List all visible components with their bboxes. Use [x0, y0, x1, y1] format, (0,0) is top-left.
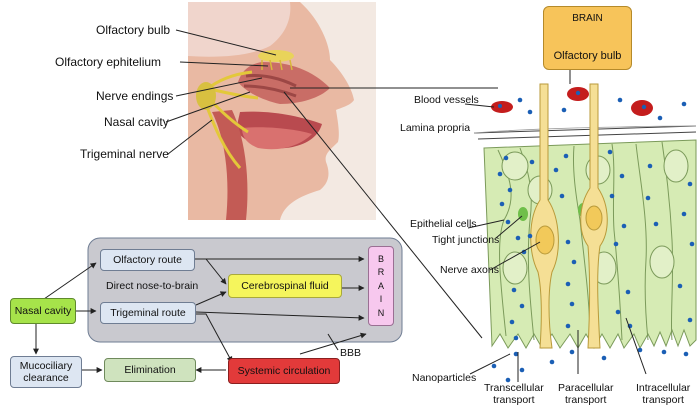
blood-vessel	[631, 100, 653, 116]
brain-top-title: BRAIN	[572, 13, 603, 25]
brain-top-subtitle: Olfactory bulb	[554, 50, 622, 63]
head-anatomy-illustration	[188, 2, 376, 220]
trigeminal-route-box: Trigeminal route	[100, 302, 196, 324]
systemic-circulation-text: Systemic circulation	[238, 365, 331, 377]
label-olfactory-epithelium: Olfactory ephitelium	[55, 55, 161, 69]
label-nanoparticles: Nanoparticles	[412, 372, 476, 384]
label-tight-junctions: Tight junctions	[432, 234, 499, 246]
transcellular-line2: transport	[484, 394, 544, 406]
elimination-text: Elimination	[124, 364, 175, 376]
olfactory-route-box: Olfactory route	[100, 249, 195, 271]
label-lamina-propria: Lamina propria	[400, 122, 470, 134]
brain-letter: B	[378, 254, 384, 264]
trigeminal-ganglion	[196, 82, 216, 110]
nasal-cavity-box: Nasal cavity	[10, 298, 76, 324]
transcellular-line1: Transcellular	[484, 382, 544, 394]
label-olfactory-bulb: Olfactory bulb	[96, 23, 170, 37]
label-nerve-axons: Nerve axons	[440, 264, 499, 276]
brain-letter: N	[378, 308, 385, 318]
mucociliary-line1: Mucociliary	[20, 360, 73, 372]
bbb-label: BBB	[340, 347, 361, 359]
systemic-circulation-box: Systemic circulation	[228, 358, 340, 384]
intracellular-line2: transport	[636, 394, 690, 406]
mucociliary-clearance-box: Mucociliary clearance	[10, 356, 82, 388]
label-epithelial-cells: Epithelial cells	[410, 218, 477, 230]
paracellular-line1: Paracellular	[558, 382, 613, 394]
brain-letter: A	[378, 281, 384, 291]
label-paracellular-transport: Paracellular transport	[558, 382, 613, 406]
elimination-box: Elimination	[104, 358, 196, 382]
cerebrospinal-fluid-box: Cerebrospinal fluid	[228, 274, 342, 298]
brain-box: B R A I N	[368, 246, 394, 326]
paracellular-line2: transport	[558, 394, 613, 406]
label-trigeminal-nerve: Trigeminal nerve	[80, 147, 169, 161]
nasal-cavity-text: Nasal cavity	[15, 305, 72, 317]
brain-olfactory-bulb-box: BRAIN Olfactory bulb	[543, 6, 632, 70]
trigeminal-route-text: Trigeminal route	[110, 307, 185, 319]
direct-nose-to-brain-label: Direct nose-to-brain	[106, 280, 198, 292]
olfactory-route-text: Olfactory route	[113, 254, 182, 266]
intracellular-line1: Intracellular	[636, 382, 690, 394]
tissue-cross-section	[474, 70, 696, 382]
label-nerve-endings: Nerve endings	[96, 89, 173, 103]
blood-vessel	[491, 101, 513, 113]
label-transcellular-transport: Transcellular transport	[484, 382, 544, 406]
brain-letter: I	[380, 294, 383, 304]
mucociliary-line2: clearance	[23, 372, 69, 384]
label-nasal-cavity: Nasal cavity	[104, 115, 169, 129]
label-blood-vessels: Blood vessels	[414, 94, 479, 106]
tight-junction	[518, 207, 528, 221]
label-intracellular-transport: Intracellular transport	[636, 382, 690, 406]
cerebrospinal-fluid-text: Cerebrospinal fluid	[241, 280, 329, 292]
brain-letter: R	[378, 267, 385, 277]
